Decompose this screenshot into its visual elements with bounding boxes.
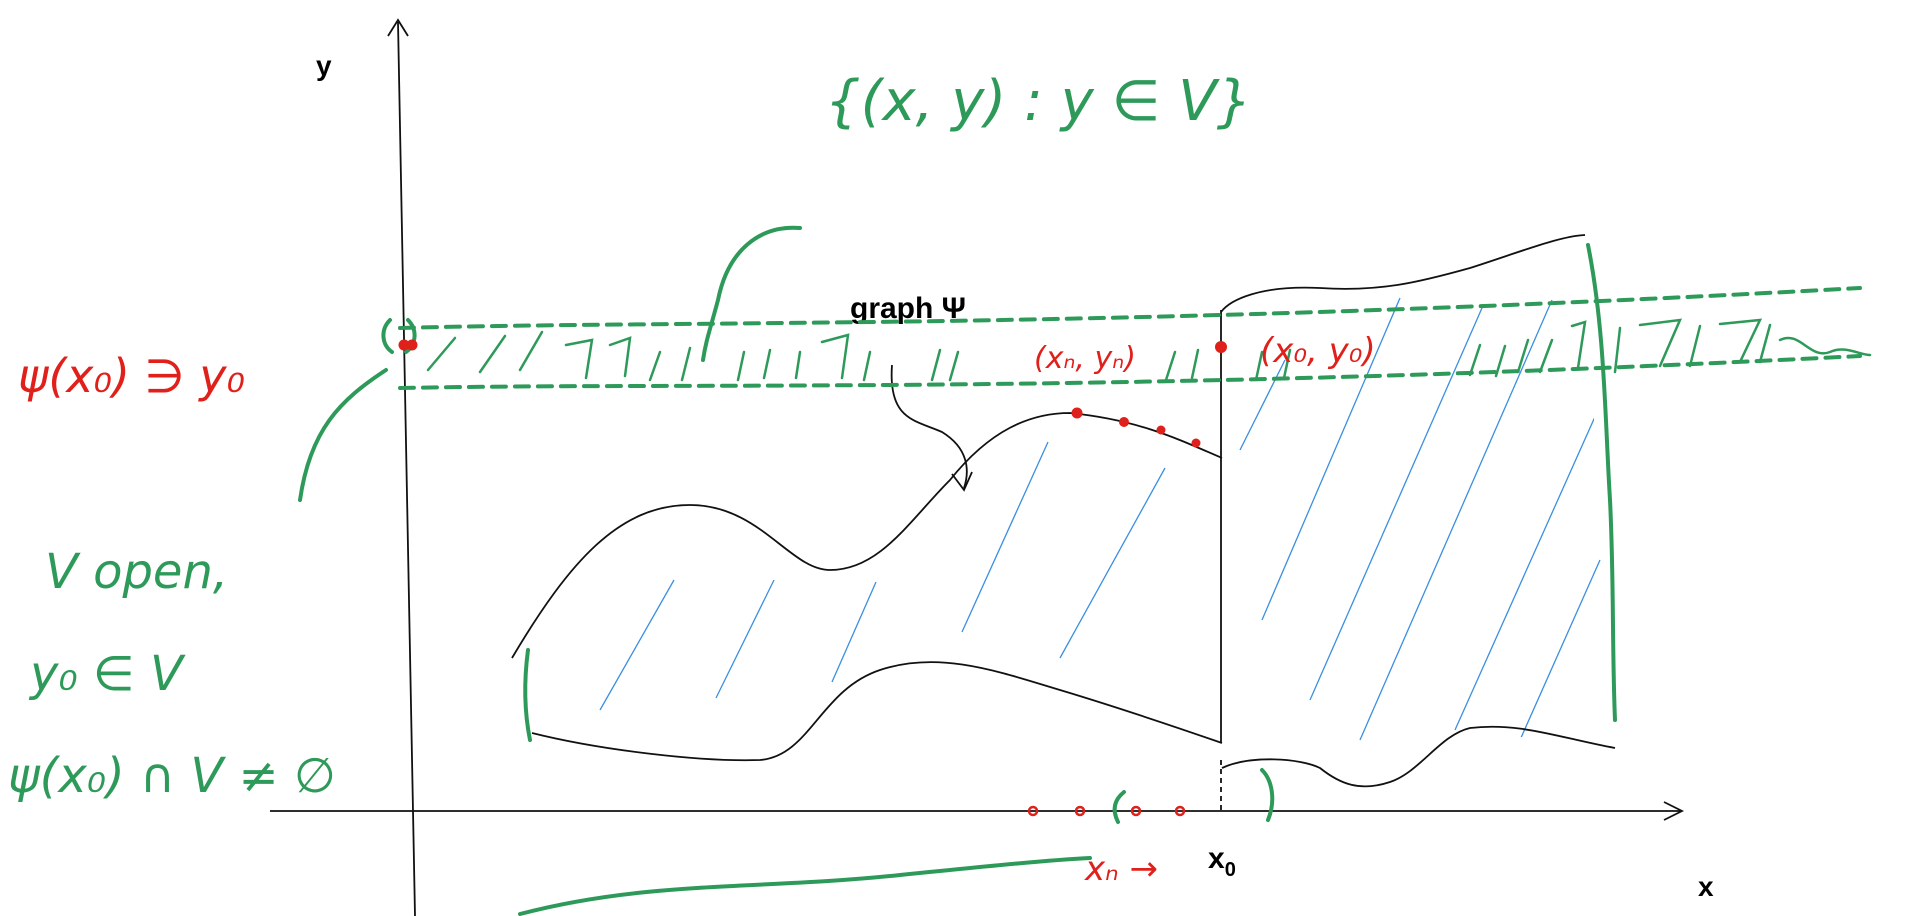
- v-open-annotation: V open,: [45, 544, 228, 600]
- right-region-hatching: [1239, 297, 1601, 741]
- graph-point-2: [1119, 417, 1129, 427]
- point-psi-x0: [398, 339, 410, 351]
- graph-point-1: [1071, 407, 1083, 419]
- set-notation-annotation: {(x, y) : y ∈ V}: [825, 69, 1252, 134]
- sequence-points: [398, 339, 1227, 448]
- open-set-band: [398, 286, 1872, 390]
- point-0-label: (x₀, y₀): [1260, 331, 1376, 371]
- x0-subscript: 0: [1225, 859, 1236, 881]
- xn-point-2: [1074, 805, 1086, 817]
- axis-sequence-points: [1027, 805, 1186, 817]
- graph-point-4: [1191, 438, 1201, 448]
- left-region-hatching: [599, 441, 1166, 711]
- point-psi-x0-b: [406, 339, 418, 351]
- intersection-annotation: ψ(x₀) ∩ V ≠ ∅: [8, 748, 336, 804]
- x0-tick-label: x0: [1208, 842, 1236, 881]
- point-x0-y0: [1215, 341, 1227, 353]
- xn-arrow-annotation: xₙ →: [1084, 849, 1158, 889]
- graph-point-3: [1156, 425, 1166, 435]
- y-axis-label: y: [316, 50, 332, 81]
- graph-label-arrow: [890, 364, 973, 492]
- x-axis: [270, 801, 1685, 821]
- xn-point-3: [1130, 805, 1142, 817]
- y0-in-v-annotation: y₀ ∈ V: [28, 646, 186, 702]
- x-axis-label: x: [1698, 871, 1714, 902]
- graph-outline: [511, 234, 1616, 788]
- point-n-label: (xₙ, yₙ): [1034, 341, 1136, 376]
- y-axis: [387, 18, 416, 916]
- xn-point-1: [1027, 805, 1039, 817]
- psi-contains-annotation: ψ(x₀) ∋ y₀: [18, 349, 245, 403]
- open-set-brackets: [298, 225, 1617, 916]
- xn-point-4: [1174, 805, 1186, 817]
- x0-base: x: [1208, 842, 1225, 875]
